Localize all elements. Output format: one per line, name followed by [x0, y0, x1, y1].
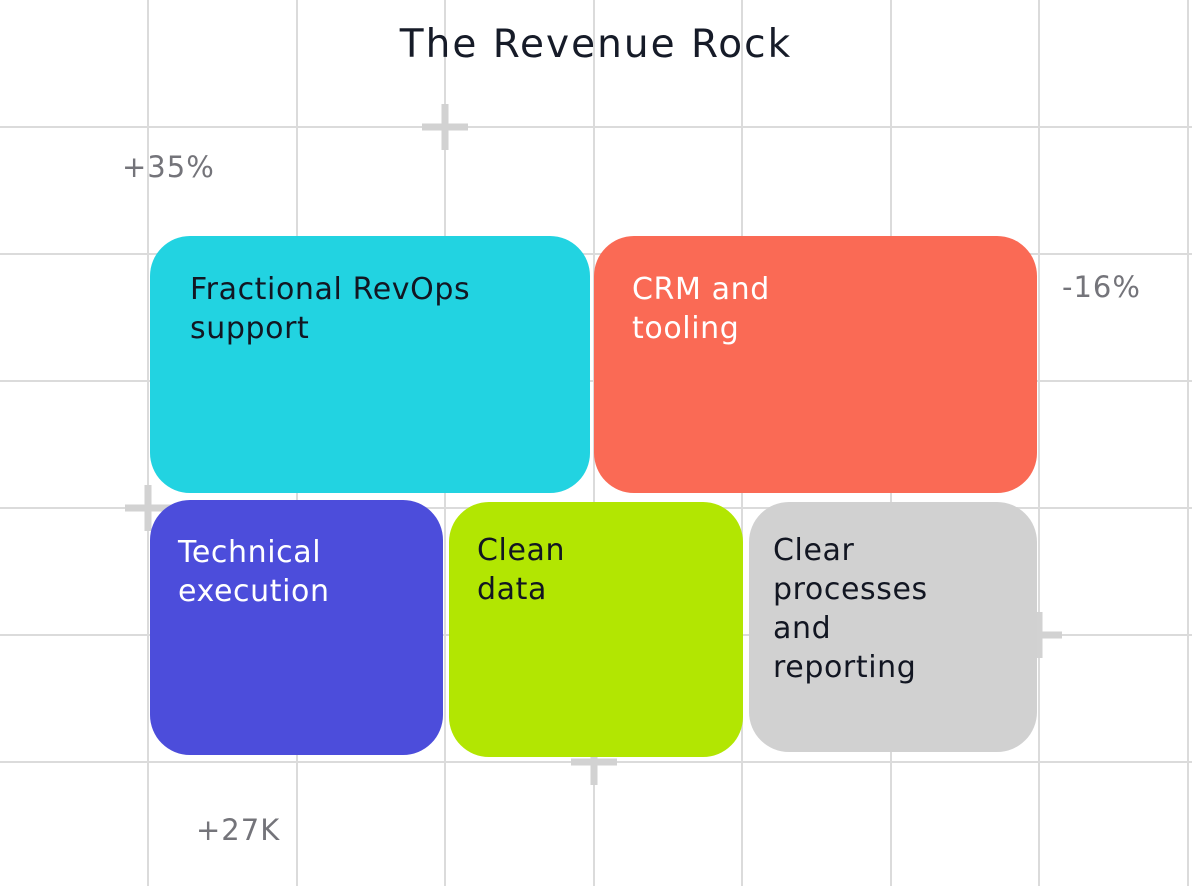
block-label-line: processes — [773, 572, 928, 607]
pipeline-metric-label: +27K — [196, 813, 281, 847]
block-label-line: Clear — [773, 533, 855, 568]
block-technical-execution: Technical execution — [150, 500, 443, 755]
plus-marker-icon — [422, 104, 468, 150]
block-label-line: and — [773, 611, 832, 646]
block-label-line: execution — [178, 574, 330, 609]
block-label-line: reporting — [773, 650, 917, 685]
grid-line-vertical — [147, 0, 149, 886]
grid-line-horizontal — [0, 253, 1192, 255]
block-fractional-revops-support: Fractional RevOps support — [150, 236, 590, 493]
growth-metric-label: +35% — [122, 150, 215, 184]
grid-line-vertical — [1187, 0, 1189, 886]
plus-marker-icon — [125, 485, 171, 531]
block-label-line: Clean — [477, 533, 566, 568]
plus-marker-icon — [1016, 612, 1062, 658]
block-label-line: Technical — [178, 535, 322, 570]
grid-line-horizontal — [0, 126, 1192, 128]
block-label-line: data — [477, 572, 547, 607]
grid-line-vertical — [1038, 0, 1040, 886]
block-clean-data: Clean data — [449, 502, 743, 757]
plus-marker-icon — [571, 739, 617, 785]
block-label-line: CRM and — [632, 272, 770, 307]
block-crm-and-tooling: CRM and tooling — [594, 236, 1037, 493]
block-label-line: tooling — [632, 311, 740, 346]
block-clear-processes-and-reporting: Clear processes and reporting — [749, 502, 1037, 752]
churn-metric-label: -16% — [1062, 270, 1141, 304]
page-title: The Revenue Rock — [399, 22, 793, 67]
block-label-line: Fractional RevOps — [190, 272, 471, 307]
block-label-line: support — [190, 311, 310, 346]
